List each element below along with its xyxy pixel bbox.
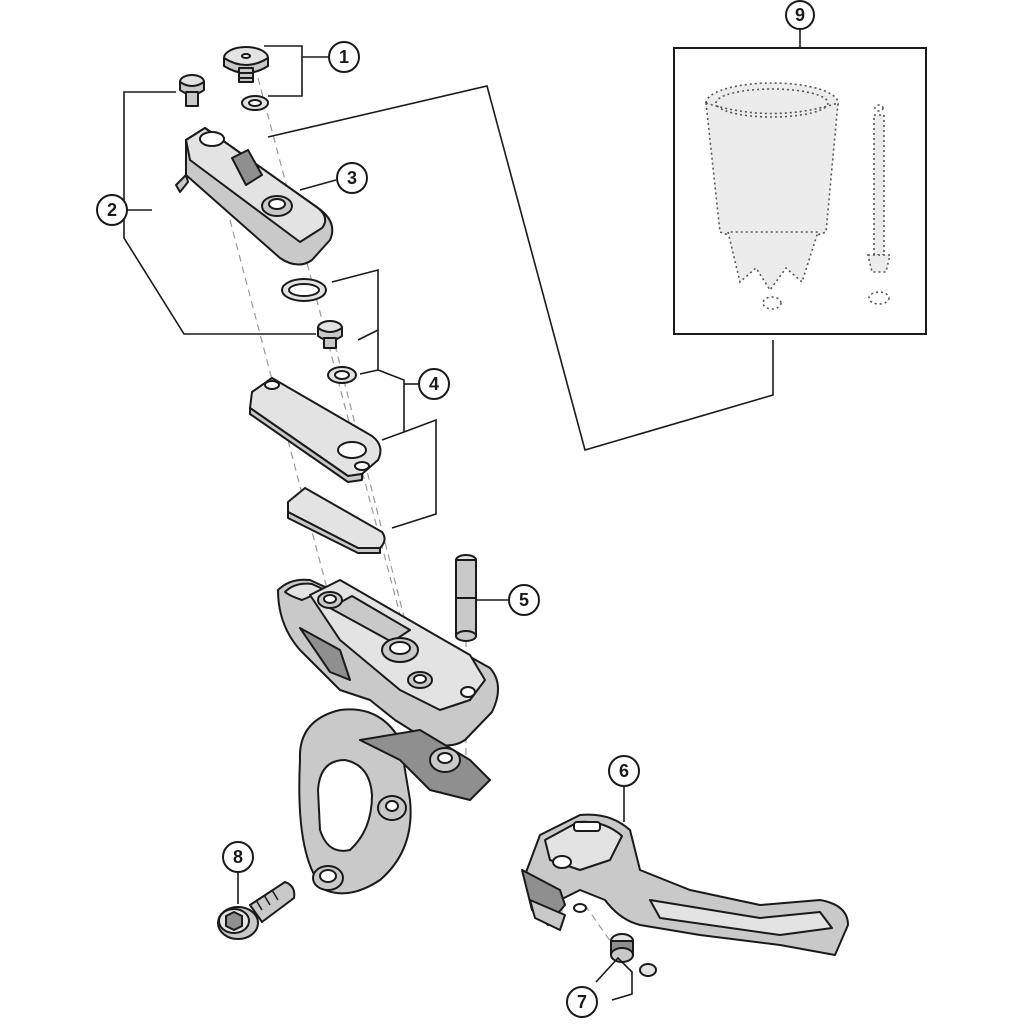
callout-6: 6 (608, 755, 640, 787)
callout-3-label: 3 (347, 168, 357, 188)
callout-leaders (123, 28, 801, 1001)
callout-1: 1 (328, 41, 360, 73)
master-cylinder-body (277, 578, 499, 747)
diaphragm (249, 377, 382, 483)
brake-lever-blade (521, 813, 849, 956)
cover-screw-bottom (317, 320, 343, 349)
callout-5-label: 5 (519, 590, 529, 610)
callout-1-label: 1 (339, 47, 349, 67)
handlebar-clamp (298, 708, 491, 895)
callout-7-label: 7 (577, 992, 587, 1012)
pivot-pin (455, 554, 477, 642)
callout-8: 8 (222, 841, 254, 873)
callout-5: 5 (508, 584, 540, 616)
callout-2-label: 2 (107, 200, 117, 220)
bleed-funnel-plug (866, 104, 892, 305)
callout-7: 7 (566, 986, 598, 1018)
callout-9: 9 (785, 0, 815, 30)
cover-screw-top (179, 74, 205, 107)
clamp-bolt (217, 881, 296, 940)
callout-6-label: 6 (619, 761, 629, 781)
diaphragm-plate (287, 487, 386, 554)
callout-9-label: 9 (795, 5, 805, 25)
reach-adjust-screw (610, 933, 634, 963)
callout-2: 2 (96, 194, 128, 226)
callout-4: 4 (418, 368, 450, 400)
callout-3: 3 (336, 162, 368, 194)
reservoir-cover (175, 127, 334, 266)
reach-adjust-cap (639, 963, 657, 977)
callout-8-label: 8 (233, 847, 243, 867)
bleed-screw (223, 46, 269, 83)
bleed-funnel (705, 82, 839, 310)
bleed-kit-link-line (267, 85, 774, 451)
callout-4-label: 4 (429, 374, 439, 394)
